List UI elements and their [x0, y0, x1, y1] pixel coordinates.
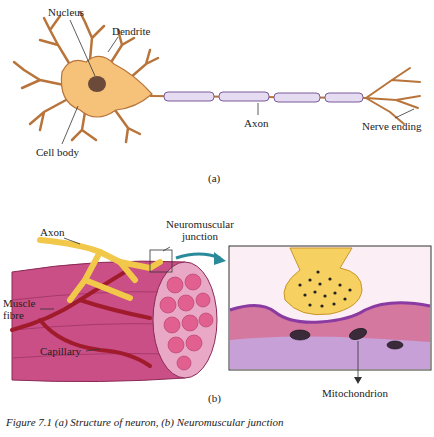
mitochondria: [290, 326, 403, 349]
inset-sarcoplasm: [230, 336, 430, 369]
part-label: (a): [208, 172, 220, 184]
part-label: Nerve ending: [362, 120, 422, 132]
cell-body: [61, 56, 152, 117]
myofibrils: [160, 274, 213, 370]
nucleus: [88, 76, 106, 92]
dendrites: [14, 12, 158, 142]
part-label: Neuromuscular junction: [160, 218, 240, 242]
part-label: Axon: [40, 226, 64, 238]
part-label: Axon: [244, 117, 268, 129]
fibre-end: [153, 262, 217, 378]
motor-axon: [40, 240, 160, 300]
zoom-arrow: [176, 254, 220, 258]
zoom-arrowhead: [214, 252, 226, 265]
part-label: Mitochondrion: [322, 387, 388, 399]
leader-lines-a: [62, 20, 414, 144]
leader-arrowhead: [354, 377, 362, 384]
part-label: Capillary: [40, 345, 81, 357]
figure-caption: Figure 7.1 (a) Structure of neuron, (b) …: [6, 416, 430, 429]
axon-terminal: [284, 248, 362, 315]
part-label: Muscle fibre: [3, 297, 41, 321]
part-label: Nucleus: [48, 6, 84, 18]
junction-marker: [150, 250, 172, 272]
part-label: (b): [208, 392, 221, 404]
part-label: Dendrite: [112, 25, 150, 37]
leader-lines-b: [40, 238, 358, 380]
inset-frame: [229, 246, 431, 370]
myelin-sheath: [164, 92, 363, 102]
synaptic-vesicles: [298, 270, 351, 307]
nerve-ending: [366, 68, 420, 124]
part-label: Cell body: [36, 146, 79, 158]
